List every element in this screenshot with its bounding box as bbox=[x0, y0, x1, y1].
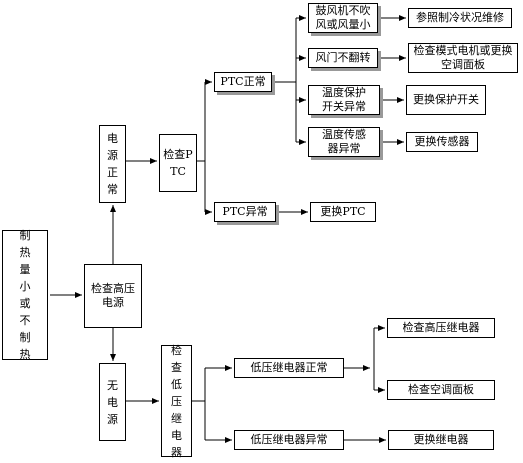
node-blower-fault: 鼓风机不吹风或风量小 bbox=[308, 3, 378, 33]
node-ptc-normal: PTC正常 bbox=[214, 72, 272, 92]
node-check-mode-motor: 检查模式电机或更换空调面板 bbox=[408, 43, 518, 73]
node-check-lv-relay: 检查低压继电器 bbox=[161, 344, 192, 459]
node-check-hv-power: 检查高压电源 bbox=[84, 264, 142, 328]
node-check-ptc: 检查PTC bbox=[159, 134, 197, 192]
node-lv-relay-normal: 低压继电器正常 bbox=[234, 358, 344, 378]
node-power-normal: 电源正常 bbox=[99, 125, 126, 203]
node-lv-relay-abnormal: 低压继电器异常 bbox=[234, 430, 344, 450]
node-ptc-abnormal: PTC异常 bbox=[214, 202, 276, 222]
node-refer-cooling: 参照制冷状况维修 bbox=[408, 8, 512, 28]
node-damper-fault: 风门不翻转 bbox=[308, 48, 378, 68]
node-replace-sensor: 更换传感器 bbox=[406, 132, 478, 152]
node-replace-ptc: 更换PTC bbox=[310, 202, 376, 222]
node-temp-protect-fault: 温度保护开关异常 bbox=[308, 85, 380, 115]
node-check-ac-panel: 检查空调面板 bbox=[387, 380, 495, 400]
node-replace-protect-switch: 更换保护开关 bbox=[406, 85, 486, 115]
node-check-hv-relay: 检查高压继电器 bbox=[387, 318, 495, 338]
node-temp-sensor-fault: 温度传感器异常 bbox=[308, 127, 380, 157]
node-symptom: 制热量小或不制热 bbox=[2, 229, 48, 361]
node-no-power: 无电源 bbox=[99, 363, 126, 441]
node-replace-relay: 更换继电器 bbox=[388, 430, 494, 450]
